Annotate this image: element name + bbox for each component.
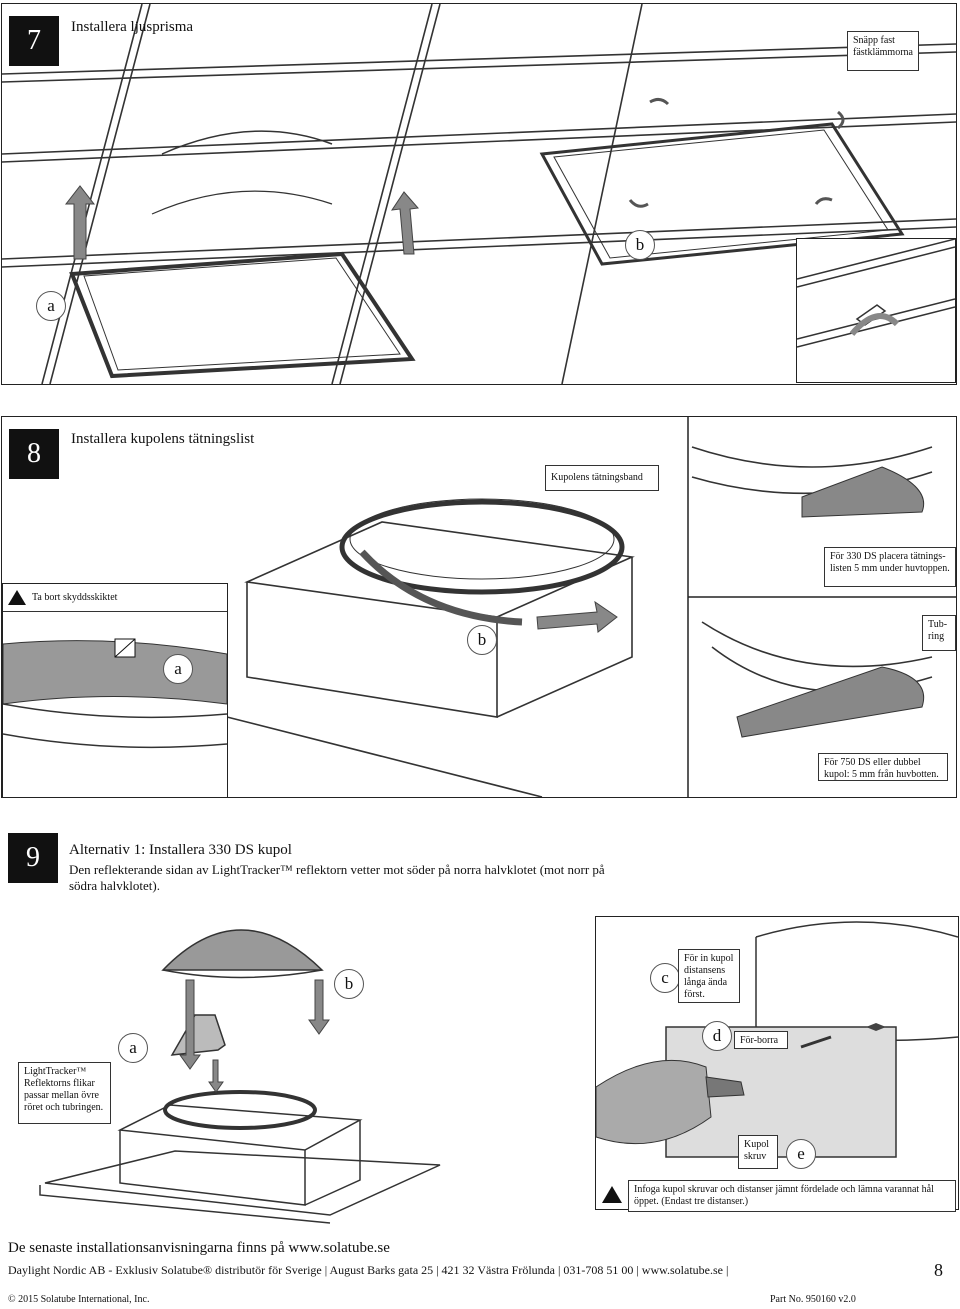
step8-label-b: b bbox=[467, 625, 497, 655]
step9-insert-note: Infoga kupol skruvar och distanser jämnt… bbox=[596, 1180, 956, 1212]
step9-note-lighttracker-title: LightTracker™ bbox=[24, 1066, 87, 1077]
footer-company-line: Daylight Nordic AB - Exklusiv Solatube® … bbox=[8, 1263, 729, 1277]
step8-remove-film-inset: Ta bort skyddsskiktet a bbox=[2, 583, 228, 798]
step8-title: Installera kupolens tätningslist bbox=[71, 431, 255, 447]
footer-page-number: 8 bbox=[934, 1260, 943, 1280]
warning-triangle-icon bbox=[602, 1186, 622, 1203]
step7-title: Installera ljusprisma bbox=[71, 19, 194, 35]
step9-note-insert-screws: Infoga kupol skruvar och distanser jämnt… bbox=[628, 1180, 956, 1212]
step9-description: Den reflekterande sidan av LightTracker™… bbox=[69, 862, 605, 893]
step9-label-e: e bbox=[786, 1139, 816, 1169]
step9-label-c: c bbox=[650, 963, 680, 993]
step9-title: Alternativ 1: Installera 330 DS kupol bbox=[69, 842, 292, 858]
step7-label-b: b bbox=[625, 230, 655, 260]
step9-note-spacer: För in kupol distansens långa ända först… bbox=[678, 949, 740, 1003]
step8-note-tubring: Tub-ring bbox=[922, 615, 956, 651]
footer-copyright: © 2015 Solatube International, Inc. bbox=[8, 1294, 150, 1305]
step7-clip-detail-drawing bbox=[797, 239, 955, 348]
step8-label-a: a bbox=[163, 654, 193, 684]
step9-drill-drawing bbox=[596, 921, 958, 1158]
step8-film-drawing bbox=[3, 638, 227, 749]
step9-label-a: a bbox=[118, 1033, 148, 1063]
step9-dome-drawing bbox=[39, 929, 441, 1224]
step8-note-remove-film: Ta bort skyddsskiktet bbox=[3, 584, 227, 612]
step9-label-b: b bbox=[334, 969, 364, 999]
step9-note-predrill: För-borra bbox=[734, 1031, 788, 1049]
footer-headline: De senaste installationsanvisningarna fi… bbox=[8, 1240, 390, 1256]
step9-number: 9 bbox=[8, 833, 58, 883]
step8-number: 8 bbox=[9, 429, 59, 479]
step8-curb-drawing bbox=[226, 417, 956, 797]
step8-note-seal-band: Kupolens tätningsband bbox=[545, 465, 659, 491]
step9-screw-detail-panel: c För in kupol distansens långa ända för… bbox=[595, 916, 959, 1210]
step7-main-illustration: 7 Installera ljusprisma Snäpp fast fästk… bbox=[1, 3, 957, 385]
step7-label-a: a bbox=[36, 291, 66, 321]
warning-triangle-icon bbox=[8, 590, 26, 605]
step7-note-snap-clips: Snäpp fast fästklämmorna bbox=[847, 31, 919, 71]
step7-ceiling-grid-drawing bbox=[2, 4, 956, 384]
step9-note-lighttracker-body: Reflektorns flikar passar mellan övre rö… bbox=[24, 1078, 104, 1113]
step8-note-330ds: För 330 DS placera tätnings-listen 5 mm … bbox=[824, 547, 956, 587]
step7-detail-inset bbox=[796, 238, 956, 383]
step9-label-d: d bbox=[702, 1021, 732, 1051]
step9-note-lighttracker: LightTracker™ Reflektorns flikar passar … bbox=[18, 1062, 111, 1124]
footer-part-number: Part No. 950160 v2.0 bbox=[770, 1294, 856, 1305]
step8-note-remove-film-text: Ta bort skyddsskiktet bbox=[32, 591, 118, 603]
step8-note-750ds: För 750 DS eller dubbel kupol: 5 mm från… bbox=[818, 753, 948, 781]
step7-number: 7 bbox=[9, 16, 59, 66]
step9-note-dome-screw: Kupol skruv bbox=[738, 1135, 778, 1169]
